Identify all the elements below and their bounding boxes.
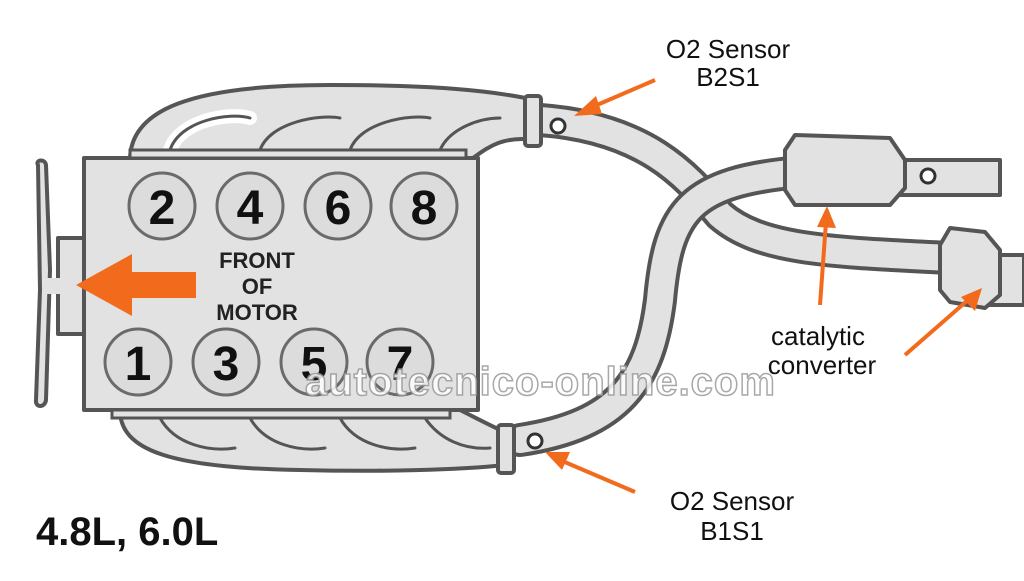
- pointer-catalytic-upper: [817, 206, 836, 306]
- flange-bottom: [496, 423, 516, 475]
- cylinder-1: [103, 327, 173, 397]
- o2-sensor-b2s1-port: [549, 117, 567, 135]
- cylinder-number: 3: [213, 338, 240, 391]
- flange-top: [523, 94, 543, 148]
- cylinder-6: [303, 171, 373, 241]
- catalytic-converter-lower: [938, 226, 1024, 310]
- front-label-line1: FRONT: [219, 248, 295, 273]
- cylinder-5: [279, 327, 349, 397]
- front-label-line2: OF: [242, 274, 273, 299]
- o2-sensor-b1s1-label-line2: B1S1: [700, 516, 764, 546]
- front-label-line3: MOTOR: [216, 300, 298, 325]
- cylinder-4: [215, 171, 285, 241]
- front-arrow-icon: [76, 254, 196, 316]
- pointer-b2s1: [574, 78, 656, 116]
- lower-pipe: [503, 155, 817, 457]
- o2-sensor-b2s1-label-line2: B2S1: [696, 62, 760, 92]
- exhaust-manifold-top: [128, 83, 567, 162]
- cylinder-number: 2: [149, 182, 176, 235]
- cylinder-7: [365, 327, 435, 397]
- cylinder-number: 7: [387, 338, 414, 391]
- o2-sensor-b1s1-port: [526, 432, 544, 450]
- catalytic-label-line2: converter: [768, 350, 877, 380]
- cylinder-2: [127, 171, 197, 241]
- cylinder-3: [191, 327, 261, 397]
- cylinder-number: 6: [325, 182, 352, 235]
- pointer-b1s1: [545, 452, 636, 494]
- watermark: autotecnico-online.com: [305, 360, 776, 404]
- o2-sensor-b2s1-label-line1: O2 Sensor: [666, 34, 791, 64]
- engine-sizes-label: 4.8L, 6.0L: [36, 510, 218, 554]
- cylinder-number: 8: [411, 182, 438, 235]
- catalytic-label-line1: catalytic: [771, 321, 865, 351]
- exhaust-manifold-bottom: [118, 408, 544, 475]
- pointer-catalytic-lower: [903, 288, 982, 357]
- fan: [33, 158, 88, 408]
- cylinder-bank-bottom: 1 3 5 7: [103, 327, 435, 397]
- cylinder-number: 1: [125, 338, 152, 391]
- cylinder-8: [389, 171, 459, 241]
- o2-sensor-b1s1-label-line1: O2 Sensor: [670, 486, 795, 516]
- catalytic-converter-upper: [783, 133, 1002, 207]
- cylinder-number: 5: [301, 338, 328, 391]
- crossover-pipe: [523, 103, 967, 275]
- cylinder-bank-top: 2 4 6 8: [127, 171, 459, 241]
- cylinder-number: 4: [237, 182, 264, 235]
